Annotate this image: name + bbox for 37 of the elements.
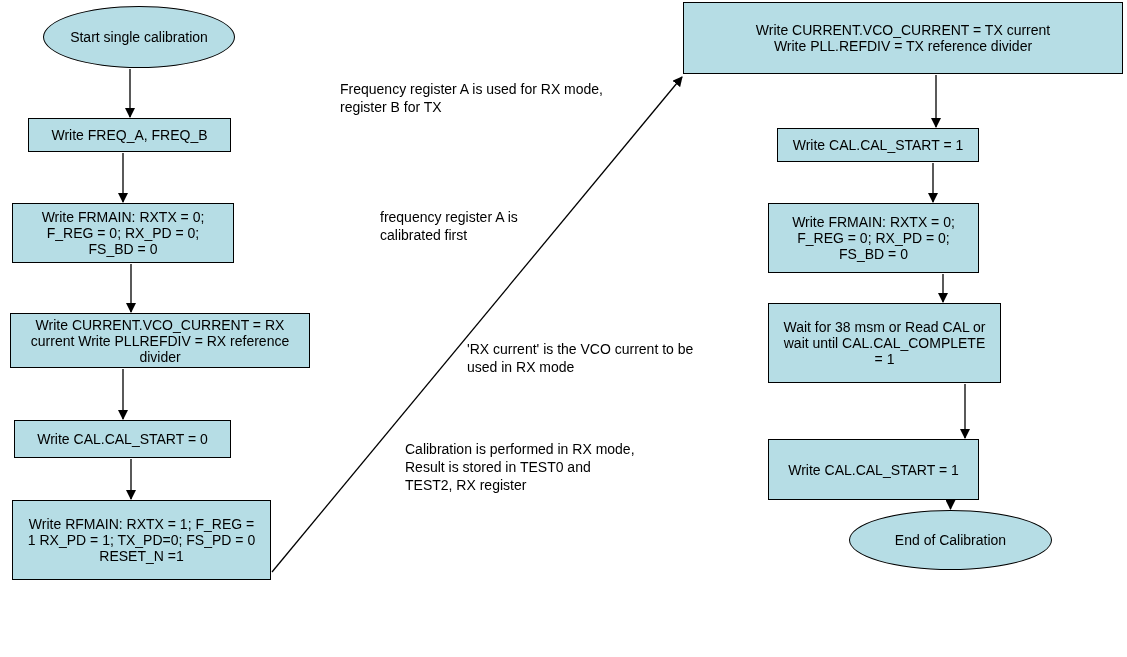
process-box xyxy=(768,303,1001,383)
process-box xyxy=(768,203,979,273)
node-text: Write RFMAIN: RXTX = 1; F_REG = 1 RX_PD = 1; TX_PD=0; FS_PD = 0 RESET_N =1 xyxy=(26,516,257,564)
node-text: Write FRMAIN: RXTX = 0; F_REG = 0; RX_PD = 0; FS_BD = 0 xyxy=(40,209,206,257)
node-text: Start single calibration xyxy=(70,29,208,45)
annotation-note: Frequency register A is used for RX mode, register B for TX xyxy=(340,80,604,116)
node-text: Write CURRENT.VCO_CURRENT = RX current Write PLLREFDIV = RX reference divider xyxy=(29,316,291,365)
process-box xyxy=(768,439,979,500)
process-box xyxy=(683,2,1123,74)
arrow xyxy=(960,383,970,439)
arrow xyxy=(118,152,128,203)
arrow xyxy=(931,74,941,128)
node-text: Write FREQ_A, FREQ_B xyxy=(51,127,208,143)
arrow xyxy=(271,76,683,573)
node-text: Write CAL.CAL_START = 0 xyxy=(37,431,208,447)
annotation-note: 'RX current' is the VCO current to be used in RX mode xyxy=(467,340,695,376)
node-text: Write CAL.CAL_START = 1 xyxy=(788,461,959,478)
node-text: Write CURRENT.VCO_CURRENT = TX current Write PLL.REFDIV = TX reference divider xyxy=(754,22,1052,54)
process-box xyxy=(14,420,231,458)
process-box xyxy=(10,313,310,368)
node-text: Write FRMAIN: RXTX = 0; F_REG = 0; RX_PD = 0; FS_BD = 0 xyxy=(791,214,956,262)
node-text: Wait for 38 msm or Read CAL or wait until CAL.CAL_COMPLETE = 1 xyxy=(782,319,987,367)
process-box xyxy=(28,118,231,152)
arrow xyxy=(928,162,938,203)
arrow xyxy=(125,68,135,118)
node-text: Write CAL.CAL_START = 1 xyxy=(792,137,964,153)
arrow xyxy=(126,263,136,313)
arrow xyxy=(118,368,128,420)
process-box xyxy=(777,128,979,162)
process-box xyxy=(12,203,234,263)
node-text: End of Calibration xyxy=(894,532,1007,548)
arrow xyxy=(945,500,956,510)
process-box xyxy=(12,500,271,580)
annotation-note: frequency register A is calibrated first xyxy=(380,208,519,244)
annotation-note: Calibration is performed in RX mode, Result is stored in TEST0 and TEST2, RX register xyxy=(405,440,635,494)
arrow xyxy=(938,273,948,303)
arrow xyxy=(126,458,136,500)
